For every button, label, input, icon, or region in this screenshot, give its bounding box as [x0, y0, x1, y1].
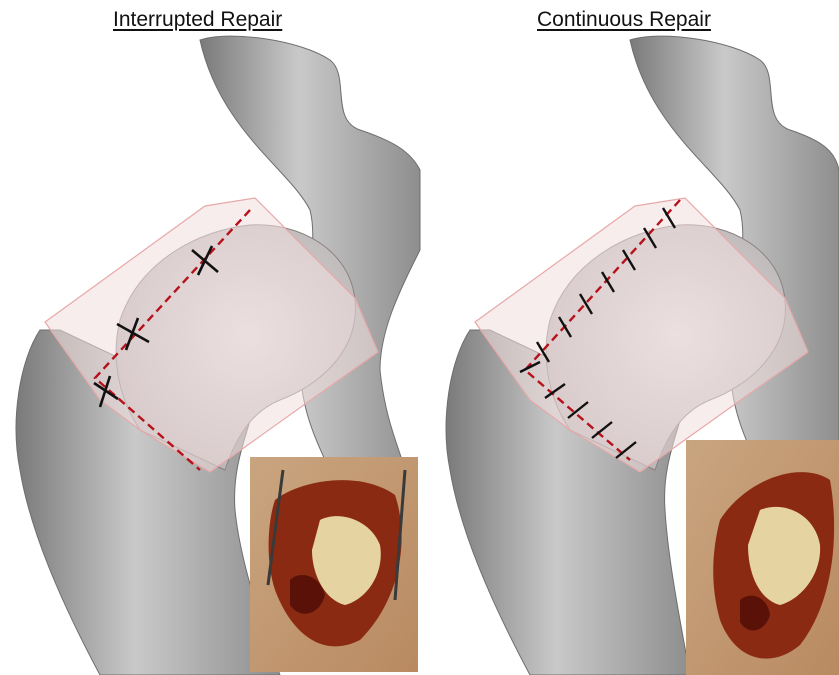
- intraop-photo-right: [686, 440, 839, 675]
- intraop-photo-left: [250, 457, 418, 672]
- interrupted-repair-panel: [16, 36, 420, 675]
- continuous-repair-panel: [446, 36, 839, 675]
